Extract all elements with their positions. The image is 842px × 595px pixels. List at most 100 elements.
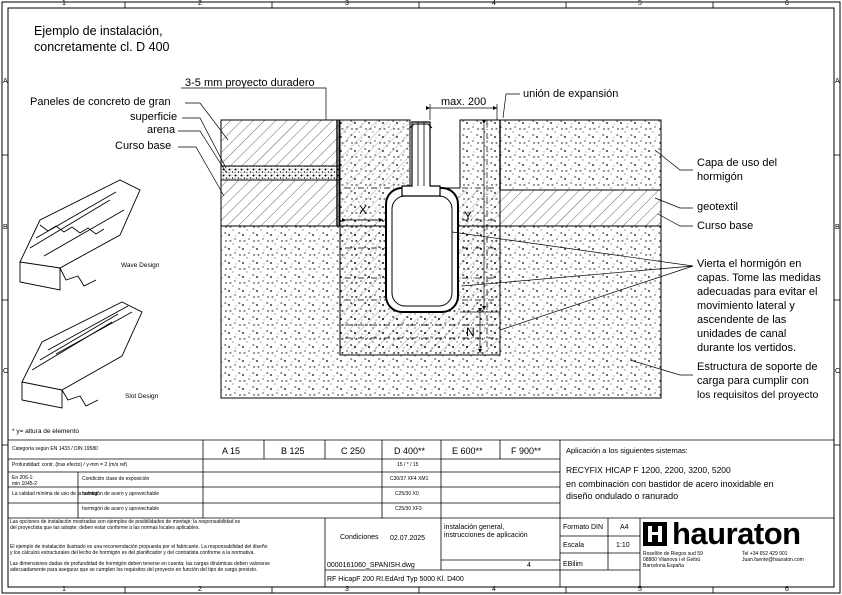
- class-f900: F 900**: [511, 446, 542, 456]
- left-base: [220, 179, 340, 227]
- grid-col-6-bottom: 6: [785, 586, 789, 593]
- install-line-2: instrucciones de aplicación: [444, 532, 528, 539]
- row-exposure-value: C30/37 XF4 XM1: [390, 476, 429, 482]
- grid-row-b: B: [3, 224, 8, 231]
- label-support-1: Estructura de soporte de: [697, 361, 818, 373]
- scale-value: 1:10: [616, 542, 630, 549]
- grid-row-c-right: C: [835, 368, 841, 375]
- row-exposure-label: Condición clase de exposición: [82, 476, 150, 482]
- grid-col-1-bottom: 1: [62, 586, 66, 593]
- row-strength-value: C25/30 XF3: [395, 506, 422, 512]
- grid-col-6: 6: [785, 0, 789, 7]
- left-sand: [220, 165, 340, 181]
- label-pour-4: movimiento lateral y: [697, 300, 795, 312]
- dim-x: X: [359, 203, 368, 217]
- footnote-element-height: * y= altura de elemento: [12, 428, 80, 435]
- grid-row-a-right: A: [835, 78, 840, 85]
- class-e600: E 600**: [452, 446, 483, 456]
- drawn-by: EBilim: [563, 561, 583, 568]
- dimensions: [341, 104, 500, 353]
- grid-col-3: 3: [345, 0, 349, 7]
- address-line-2: 08800 Vilanova i el Geltrú: [643, 557, 701, 563]
- label-wear-layer-2: hormigón: [697, 171, 743, 183]
- spec-table-grid: [8, 439, 834, 587]
- label-pour-6: unidades de canal: [697, 328, 787, 340]
- slot-design-illustration: [21, 301, 143, 409]
- class-d400: D 400**: [394, 446, 426, 456]
- label-pour-3: adecuadas para evitar el: [697, 286, 818, 298]
- label-geotextile: geotextil: [697, 201, 738, 213]
- scale-label: Escala: [563, 542, 585, 549]
- drawing-file: 0000161060_SPANISH.dwg: [327, 562, 415, 569]
- grid-col-4-bottom: 4: [492, 586, 496, 593]
- norms-left-1: En 206-1:: [12, 475, 34, 481]
- label-max-200: max. 200: [441, 96, 487, 108]
- note-2b: y los cálculos estructurales del lecho d…: [10, 550, 255, 556]
- leader-lines: [178, 87, 694, 376]
- label-pour-2: capas. Tome las medidas: [697, 272, 821, 284]
- label-base-left: Curso base: [115, 140, 172, 152]
- caption-slot-design: Slot Design: [125, 393, 159, 400]
- conditions-label: Condiciones: [340, 534, 379, 541]
- format-label: Formato DIN: [563, 524, 604, 531]
- format-value: A4: [620, 524, 629, 531]
- inner-frame: [7, 7, 835, 588]
- class-b125: B 125: [281, 446, 305, 456]
- label-expansion-joint: unión de expansión: [523, 88, 619, 100]
- address-line-1: Rosellón de Riegos sud 59: [643, 551, 703, 557]
- title-line-1: Ejemplo de instalación,: [34, 24, 163, 38]
- install-line-1: instalación general,: [444, 524, 505, 531]
- application-line-2: en combinación con bastidor de acero ino…: [566, 479, 774, 489]
- application-line-1: RECYFIX HICAP F 1200, 2200, 3200, 5200: [566, 465, 731, 475]
- grid-row-c: C: [3, 368, 9, 375]
- row-sealing-sub: hormigón de acero y aprovechable: [82, 491, 159, 497]
- row-depth-label: Profundidad: contr. (tras efecto) / y-mm…: [12, 462, 128, 468]
- caption-wave-design: Wave Design: [121, 262, 160, 269]
- grid-row-b-right: B: [835, 224, 840, 231]
- grid-col-4: 4: [492, 0, 496, 7]
- label-pour-7: durante los vertidos.: [697, 342, 797, 354]
- application-line-3: diseño ondulado o ranurado: [566, 491, 679, 501]
- address-line-3: Barcelona España: [643, 563, 684, 569]
- grid-row-a: A: [3, 78, 8, 85]
- title-line-2: concretamente cl. D 400: [34, 40, 170, 54]
- grid-col-3-bottom: 3: [345, 586, 349, 593]
- label-pour-5: ascendente de las: [697, 314, 787, 326]
- label-support-2: carga para cumplir con: [697, 375, 809, 387]
- sheet-number: 4: [527, 562, 531, 569]
- channel-inner: [391, 195, 453, 307]
- note-2: El ejemplo de instalación ilustrado es u…: [10, 544, 268, 550]
- row-depth-value: 15 / * / 15: [397, 462, 419, 468]
- wave-design-illustration: [19, 179, 141, 291]
- grid-col-2: 2: [198, 0, 202, 7]
- label-base-right: Curso base: [697, 220, 754, 232]
- email: Juan.fuente@hauraton.com: [742, 557, 804, 563]
- left-panels: [220, 119, 340, 167]
- grid-col-5-bottom: 5: [638, 586, 642, 593]
- right-wear-layer: [499, 119, 662, 191]
- label-wear-layer-1: Capa de uso del: [697, 157, 778, 169]
- concrete-bed-hatch: [340, 120, 500, 355]
- right-base-layer: [499, 189, 662, 227]
- row-strength-label: hormigón de acero y aprovechable: [82, 506, 159, 512]
- note-3b: adecuadamente para asegurar que se cumpl…: [10, 567, 258, 573]
- label-pour-1: Vierta el hormigón en: [697, 258, 802, 270]
- grid-col-5: 5: [638, 0, 642, 7]
- dim-y: Y: [464, 209, 473, 223]
- row-sealing-value: C25/30 X0: [395, 491, 419, 497]
- grid-col-2-bottom: 2: [198, 586, 202, 593]
- table-category-header: Categoría según EN 1433 / DIN 19580: [12, 446, 98, 452]
- grid-col-1: 1: [62, 0, 66, 7]
- label-surface: superficie: [130, 111, 178, 123]
- class-c250: C 250: [341, 446, 366, 456]
- channel-grating: [401, 121, 441, 197]
- row-sealing-label: La calidad mínima de uso de la calidad: [12, 491, 99, 497]
- label-joint-3-5mm: 3-5 mm proyecto duradero: [185, 77, 315, 89]
- note-1: Las opciones de instalación mostradas so…: [10, 519, 241, 525]
- dim-n: N: [466, 325, 475, 339]
- product-code: RF HicapF 200 RI.EdArd Typ 5000 Kl. D400: [327, 576, 464, 583]
- application-title: Aplicación a los siguientes sistemas:: [566, 446, 688, 455]
